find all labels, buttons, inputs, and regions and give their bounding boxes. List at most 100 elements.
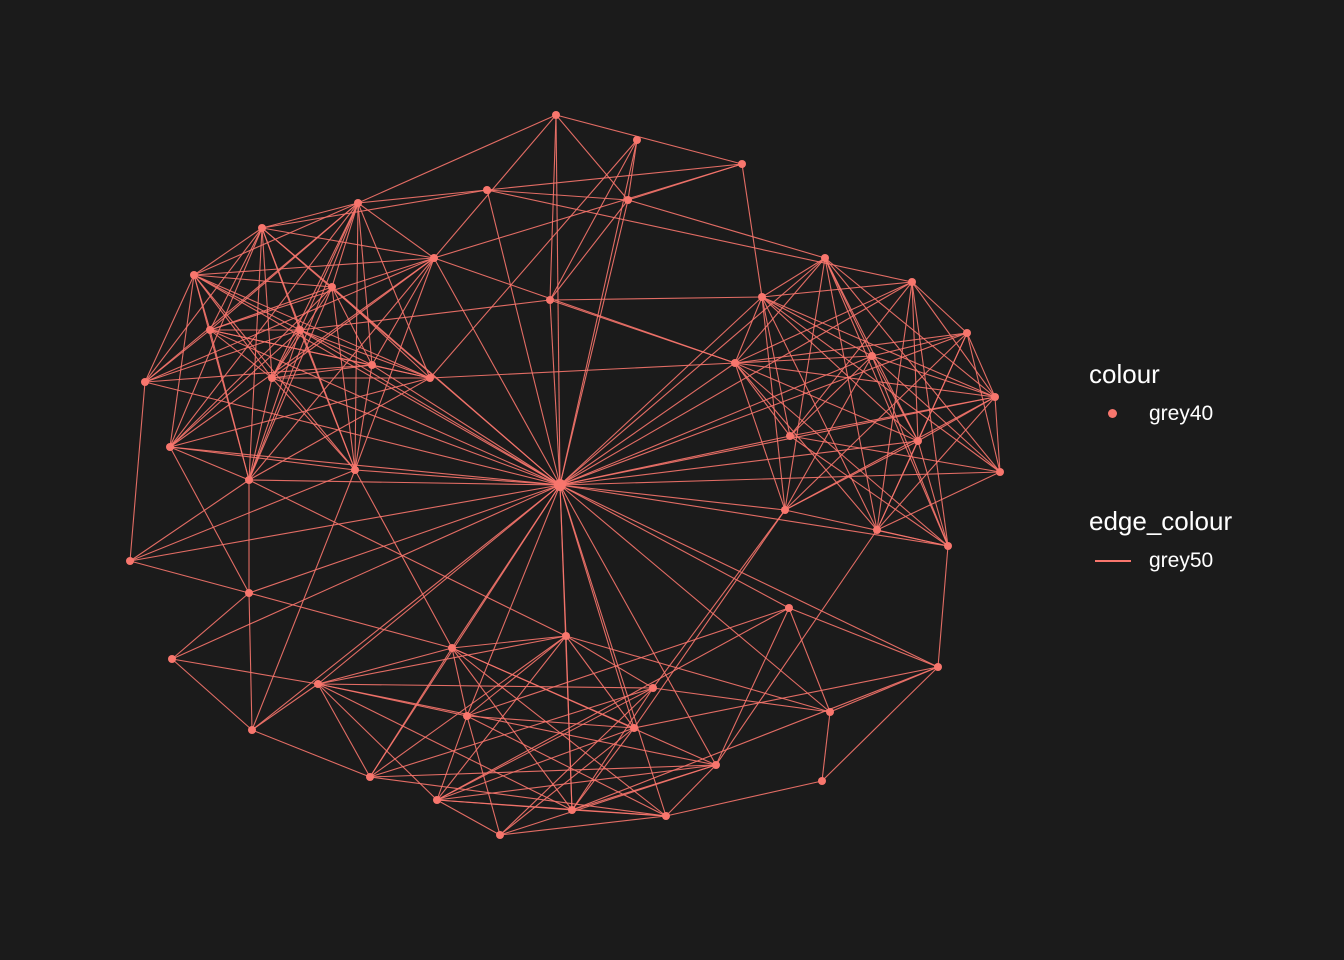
edge-T2-UL10	[429, 139, 638, 379]
node-UL9	[368, 361, 376, 369]
edge-UL11-UL14	[169, 329, 301, 448]
edge-B4-R11	[652, 509, 786, 689]
edge-C-R11	[559, 484, 786, 511]
edge-C-R13	[559, 484, 949, 547]
edge-LL4-UL13	[251, 469, 356, 731]
node-T4	[483, 186, 491, 194]
edge-C-UL4	[193, 274, 561, 486]
edge-B4-LR3	[652, 687, 831, 713]
node-LL1	[126, 557, 134, 565]
edge-C-R10	[559, 471, 1001, 486]
node-R12	[873, 526, 881, 534]
legend-colour-title: colour	[1089, 359, 1160, 389]
node-UL4	[190, 271, 198, 279]
edge-LR3-LR4	[821, 711, 831, 782]
edge-C-LR1	[559, 484, 790, 609]
legend-colour-label: grey40	[1149, 402, 1214, 425]
node-LR2	[934, 663, 942, 671]
edge-R5-R13	[871, 355, 949, 547]
edge-UL11-UL12	[169, 446, 250, 481]
edge-B1-B8	[369, 635, 567, 778]
edge-UL10-UL14	[299, 329, 431, 379]
edge-C-B3	[317, 484, 561, 685]
edge-T3-T4	[486, 163, 743, 191]
edge-UL8-UL14	[271, 329, 301, 379]
edge-R1-R3	[761, 257, 826, 298]
edge-R7-R10	[994, 396, 1001, 473]
edge-C-T4	[486, 189, 561, 486]
edge-B7-B12	[499, 764, 717, 836]
edge-UL1-UL3	[261, 227, 435, 259]
edge-R3-R7	[761, 296, 996, 398]
edge-T2-T6	[549, 139, 638, 301]
edge-layer	[129, 114, 1001, 836]
node-R3	[758, 293, 766, 301]
edge-UL2-UL13	[354, 202, 359, 471]
edge-C-R8	[559, 435, 791, 486]
edge-B2-B11	[451, 647, 667, 817]
node-UL8	[268, 374, 276, 382]
edge-B11-B12	[499, 815, 667, 836]
edge-B4-B9	[436, 687, 654, 801]
edge-T3-R3	[741, 163, 763, 298]
edge-C-R7	[559, 396, 996, 486]
edge-C-UL3	[433, 257, 561, 486]
edge-UL1-UL14	[261, 227, 301, 331]
node-R5	[868, 352, 876, 360]
edge-C-B11	[559, 484, 667, 817]
legend-edge-key	[1089, 544, 1137, 578]
edge-UL13-UL14	[299, 329, 356, 471]
edge-B2-UL13	[354, 469, 453, 649]
edge-R9-R11	[784, 440, 919, 511]
edge-R5-R9	[871, 355, 919, 442]
edge-C-B6	[559, 484, 635, 729]
edge-UL5-UL11	[169, 286, 333, 448]
edge-B5-B12	[466, 715, 501, 836]
node-R7	[991, 393, 999, 401]
edge-T1-T5	[555, 114, 629, 201]
node-B10	[568, 806, 576, 814]
edge-C-R2	[559, 281, 913, 486]
node-UL6	[206, 326, 214, 334]
edge-B11-LR4	[665, 780, 823, 817]
edge-UL1-UL11	[169, 227, 263, 448]
edge-R2-R3	[761, 281, 913, 298]
edge-T5-R1	[627, 199, 826, 259]
edge-B5-LR1	[466, 607, 790, 717]
edge-R1-R9	[824, 257, 919, 442]
edge-UL1-UL12	[248, 227, 263, 481]
edge-R2-R8	[789, 281, 913, 437]
edge-LL1-UL12	[129, 479, 250, 562]
edge-C-T2	[559, 139, 638, 486]
edge-T2-T5	[627, 139, 638, 201]
edge-UL3-UL7	[144, 257, 435, 383]
edge-LL1-LL2	[129, 560, 250, 594]
edge-R4-R5	[871, 332, 968, 357]
edge-B1-B6	[565, 635, 635, 729]
edge-B3-B4	[317, 683, 654, 689]
edge-R5-R6	[734, 355, 873, 364]
legend-edge-colour-title: edge_colour	[1089, 506, 1233, 536]
edge-UL4-UL5	[193, 274, 333, 288]
node-UL13	[351, 466, 359, 474]
edge-C-UL14	[299, 329, 561, 486]
edge-T5-T6	[549, 199, 629, 301]
legend-edge-colour: edge_colour grey50	[1089, 506, 1232, 578]
edge-UL6-UL8	[209, 329, 273, 379]
edge-C-B5	[466, 484, 561, 717]
edge-UL7-LL1	[129, 381, 146, 562]
node-B2	[448, 644, 456, 652]
node-B8	[366, 773, 374, 781]
edge-R9-R13	[917, 440, 949, 547]
edge-UL11-UL13	[169, 446, 356, 471]
edge-UL1-UL7	[144, 227, 263, 383]
edge-C-R5	[559, 355, 873, 486]
edge-T1-UL3	[433, 114, 557, 259]
node-T6	[546, 296, 554, 304]
edge-B8-LL4	[251, 729, 371, 778]
edge-B7-R12	[715, 529, 878, 766]
edge-UL9-UL14	[299, 329, 373, 366]
node-T1	[552, 111, 560, 119]
edge-UL2-UL7	[144, 202, 359, 383]
edge-B1-B4	[565, 635, 654, 689]
